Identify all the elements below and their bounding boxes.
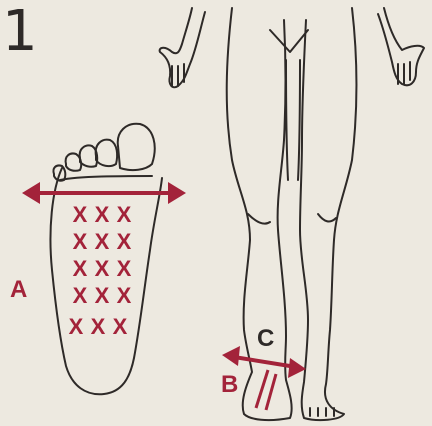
toe-2 <box>96 140 117 166</box>
knee-left <box>248 214 270 224</box>
left-hand <box>160 8 205 87</box>
measure-line-b1 <box>256 370 268 408</box>
x-mark: X <box>113 314 128 339</box>
toe-4 <box>66 153 82 170</box>
x-mark: X <box>73 283 88 308</box>
ankle-width-arrow-line <box>234 357 296 367</box>
right-leg <box>300 8 357 420</box>
step-number: 1 <box>2 4 38 60</box>
x-mark: X <box>117 283 132 308</box>
arrow-head-left <box>22 182 40 204</box>
x-mark: X <box>117 229 132 254</box>
right-toes <box>310 408 334 416</box>
x-mark: X <box>117 256 132 281</box>
x-mark: X <box>73 229 88 254</box>
arrow-head-left-ankle <box>222 346 240 366</box>
x-mark: X <box>91 314 106 339</box>
x-mark: X <box>117 202 132 227</box>
measure-line-b2 <box>266 374 276 410</box>
x-mark: X <box>95 256 110 281</box>
big-toe <box>118 124 155 170</box>
x-mark: X <box>69 314 84 339</box>
toe-line <box>60 176 152 180</box>
toe-3 <box>80 146 98 167</box>
x-mark: X <box>73 256 88 281</box>
knee-right <box>318 214 336 221</box>
right-hand <box>378 8 424 85</box>
label-a: A <box>10 278 27 302</box>
x-mark: X <box>95 283 110 308</box>
x-mark: X <box>95 229 110 254</box>
x-mark: X <box>95 202 110 227</box>
label-c: C <box>257 327 274 351</box>
x-mark: X <box>73 202 88 227</box>
arrow-head-right-ankle <box>288 358 306 378</box>
arrow-head-right <box>168 182 186 204</box>
label-b: B <box>221 373 238 397</box>
